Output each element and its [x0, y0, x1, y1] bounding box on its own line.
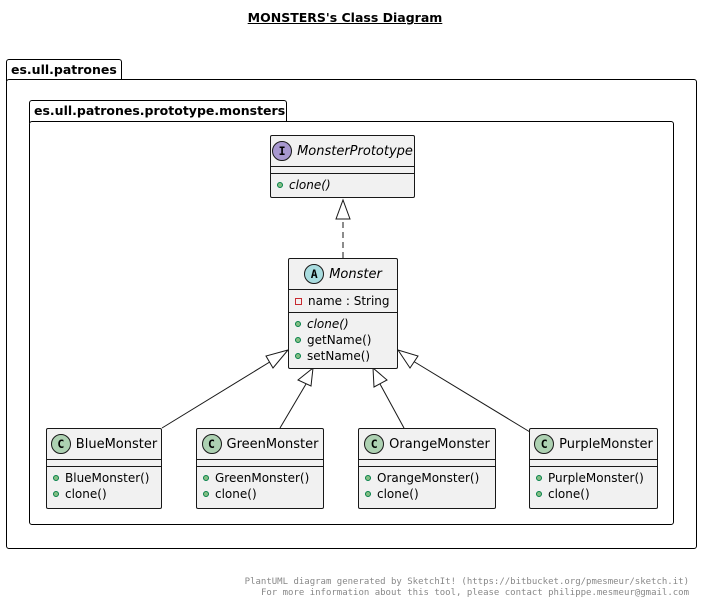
class-purple-monster[interactable]: C PurpleMonster PurpleMonster() clone(): [529, 428, 658, 509]
generalization-line-blue: [161, 359, 274, 429]
method-row: clone(): [203, 486, 317, 502]
public-icon: [295, 321, 301, 327]
realization-arrowhead: [335, 198, 351, 220]
public-icon: [536, 475, 542, 481]
monster-name: Monster: [329, 266, 382, 282]
monster-methods: clone() getName() setName(): [289, 312, 397, 367]
public-icon: [53, 475, 59, 481]
package-inner-label: es.ull.patrones.prototype.monsters: [34, 103, 286, 118]
method-row: clone(): [53, 486, 155, 502]
field-row: name : String: [295, 293, 391, 309]
class-badge-icon: C: [201, 434, 222, 454]
class-header: C OrangeMonster: [359, 429, 495, 459]
method-row: BlueMonster(): [53, 470, 155, 486]
class-green-monster[interactable]: C GreenMonster GreenMonster() clone(): [196, 428, 324, 509]
generalization-arrowhead-purple: [396, 349, 419, 369]
public-icon: [536, 491, 542, 497]
class-fields: [530, 459, 657, 466]
generalization-line-purple: [412, 360, 531, 433]
class-header: C PurpleMonster: [530, 429, 657, 459]
generalization-line-green: [279, 383, 307, 429]
class-orange-monster[interactable]: C OrangeMonster OrangeMonster() clone(): [358, 428, 496, 509]
method-row: clone(): [365, 486, 489, 502]
class-fields: [359, 459, 495, 466]
public-icon: [203, 491, 209, 497]
footer-note: PlantUML diagram generated by SketchIt! …: [245, 577, 689, 599]
diagram-title: MONSTERS's Class Diagram: [247, 10, 443, 25]
class-methods: OrangeMonster() clone(): [359, 466, 495, 505]
class-header: C GreenMonster: [197, 429, 323, 459]
public-icon: [295, 337, 301, 343]
interface-monster-prototype[interactable]: I MonsterPrototype clone(): [270, 135, 415, 198]
interface-name: MonsterPrototype: [297, 143, 413, 159]
method-row: OrangeMonster(): [365, 470, 489, 486]
method-row: getName(): [295, 332, 391, 348]
interface-methods: clone(): [271, 173, 414, 196]
method-row: clone(): [536, 486, 651, 502]
public-icon: [53, 491, 59, 497]
package-inner-tab: es.ull.patrones.prototype.monsters: [29, 100, 287, 123]
class-fields: [47, 459, 161, 466]
class-badge-icon: C: [50, 434, 71, 454]
footer-line-2: For more information about this tool, pl…: [260, 588, 689, 598]
private-icon: [295, 297, 302, 305]
public-icon: [295, 353, 301, 359]
public-icon: [365, 475, 371, 481]
public-icon: [203, 475, 209, 481]
class-badge-icon: C: [364, 434, 385, 454]
method-row: clone(): [277, 177, 408, 193]
monster-fields: name : String: [289, 289, 397, 312]
monster-header: A Monster: [289, 259, 397, 289]
class-header: C BlueMonster: [47, 429, 161, 459]
class-methods: GreenMonster() clone(): [197, 466, 323, 505]
class-fields: [197, 459, 323, 466]
interface-fields: [271, 166, 414, 173]
generalization-arrowhead-orange: [372, 366, 388, 388]
public-icon: [277, 182, 283, 188]
abstract-badge-icon: A: [304, 264, 325, 284]
class-name: BlueMonster: [75, 436, 158, 452]
class-blue-monster[interactable]: C BlueMonster BlueMonster() clone(): [46, 428, 162, 509]
method-row: setName(): [295, 348, 391, 364]
class-methods: BlueMonster() clone(): [47, 466, 161, 505]
method-row: clone(): [295, 316, 391, 332]
method-row: GreenMonster(): [203, 470, 317, 486]
class-methods: PurpleMonster() clone(): [530, 466, 657, 505]
package-outer-label: es.ull.patrones: [11, 62, 117, 77]
class-name: GreenMonster: [226, 436, 319, 452]
package-outer-tab: es.ull.patrones: [6, 59, 122, 81]
class-name: PurpleMonster: [559, 436, 653, 452]
public-icon: [365, 491, 371, 497]
class-badge-icon: C: [534, 434, 555, 454]
method-row: PurpleMonster(): [536, 470, 651, 486]
interface-badge-icon: I: [272, 141, 293, 161]
generalization-line-orange: [379, 383, 405, 429]
footer-line-1: PlantUML diagram generated by SketchIt! …: [244, 577, 689, 587]
generalization-arrowhead-blue: [265, 349, 290, 369]
interface-header: I MonsterPrototype: [271, 136, 414, 166]
class-name: OrangeMonster: [389, 436, 490, 452]
abstract-class-monster[interactable]: A Monster name : String clone() getName(…: [288, 258, 398, 369]
generalization-arrowhead-green: [297, 366, 314, 387]
